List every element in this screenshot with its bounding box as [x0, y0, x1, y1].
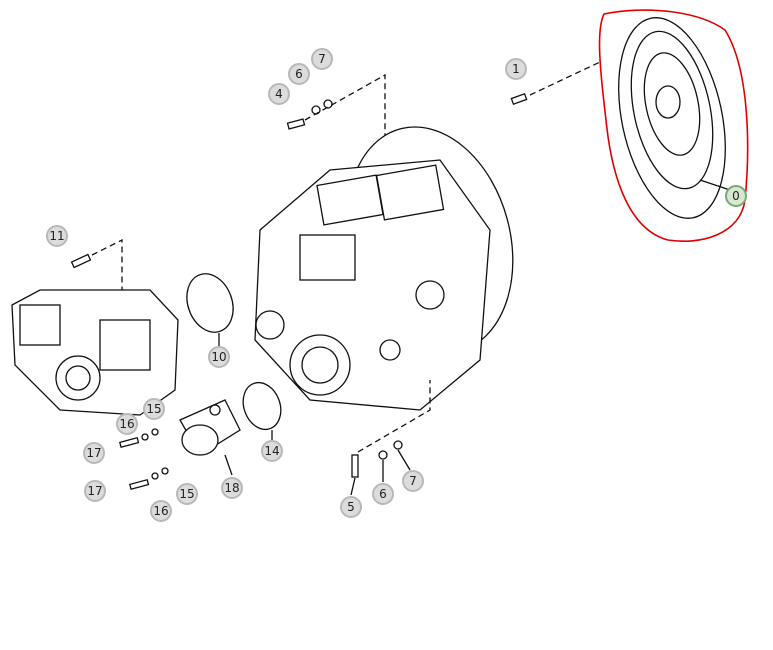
callout-18[interactable]: 18 — [221, 477, 243, 499]
leader-line — [91, 238, 123, 290]
o-ring-part-14[interactable] — [237, 377, 287, 434]
callout-16-lower[interactable]: 16 — [150, 500, 172, 522]
leader-line — [357, 380, 431, 453]
callout-5[interactable]: 5 — [340, 496, 362, 518]
o-ring-part-10[interactable] — [179, 267, 241, 338]
callout-15-lower[interactable]: 15 — [176, 483, 198, 505]
callout-1[interactable]: 1 — [505, 58, 527, 80]
bolt-part-1[interactable] — [510, 92, 528, 106]
washer-part-6b[interactable] — [378, 450, 388, 460]
callout-17[interactable]: 17 — [83, 442, 105, 464]
auxiliary-pump-part[interactable] — [11, 289, 179, 416]
callout-6-lower[interactable]: 6 — [372, 483, 394, 505]
callout-17-lower[interactable]: 17 — [84, 480, 106, 502]
bolt-part-4[interactable] — [286, 118, 306, 130]
callout-10[interactable]: 10 — [208, 346, 230, 368]
adapter-part-18[interactable] — [179, 399, 241, 456]
callout-0[interactable]: 0 — [725, 185, 747, 207]
selection-highlight — [598, 9, 749, 242]
main-pump-assembly[interactable] — [254, 108, 537, 411]
callout-4[interactable]: 4 — [268, 83, 290, 105]
callout-14[interactable]: 14 — [261, 440, 283, 462]
leader-line — [304, 73, 386, 150]
callout-7[interactable]: 7 — [311, 48, 333, 70]
bolt-part-11[interactable] — [70, 253, 92, 269]
callout-6[interactable]: 6 — [288, 63, 310, 85]
flywheel-housing-part[interactable] — [602, 8, 742, 228]
leader-line — [529, 61, 601, 96]
washer-part-7b[interactable] — [393, 440, 403, 450]
callout-11[interactable]: 11 — [46, 225, 68, 247]
bolt-part-17[interactable] — [118, 436, 140, 449]
callout-7-lower[interactable]: 7 — [402, 470, 424, 492]
callout-15[interactable]: 15 — [143, 398, 165, 420]
callout-16[interactable]: 16 — [116, 413, 138, 435]
washer-part-7[interactable] — [323, 99, 333, 109]
bolt-part-17b[interactable] — [128, 478, 150, 491]
bolt-part-5[interactable] — [351, 454, 359, 478]
